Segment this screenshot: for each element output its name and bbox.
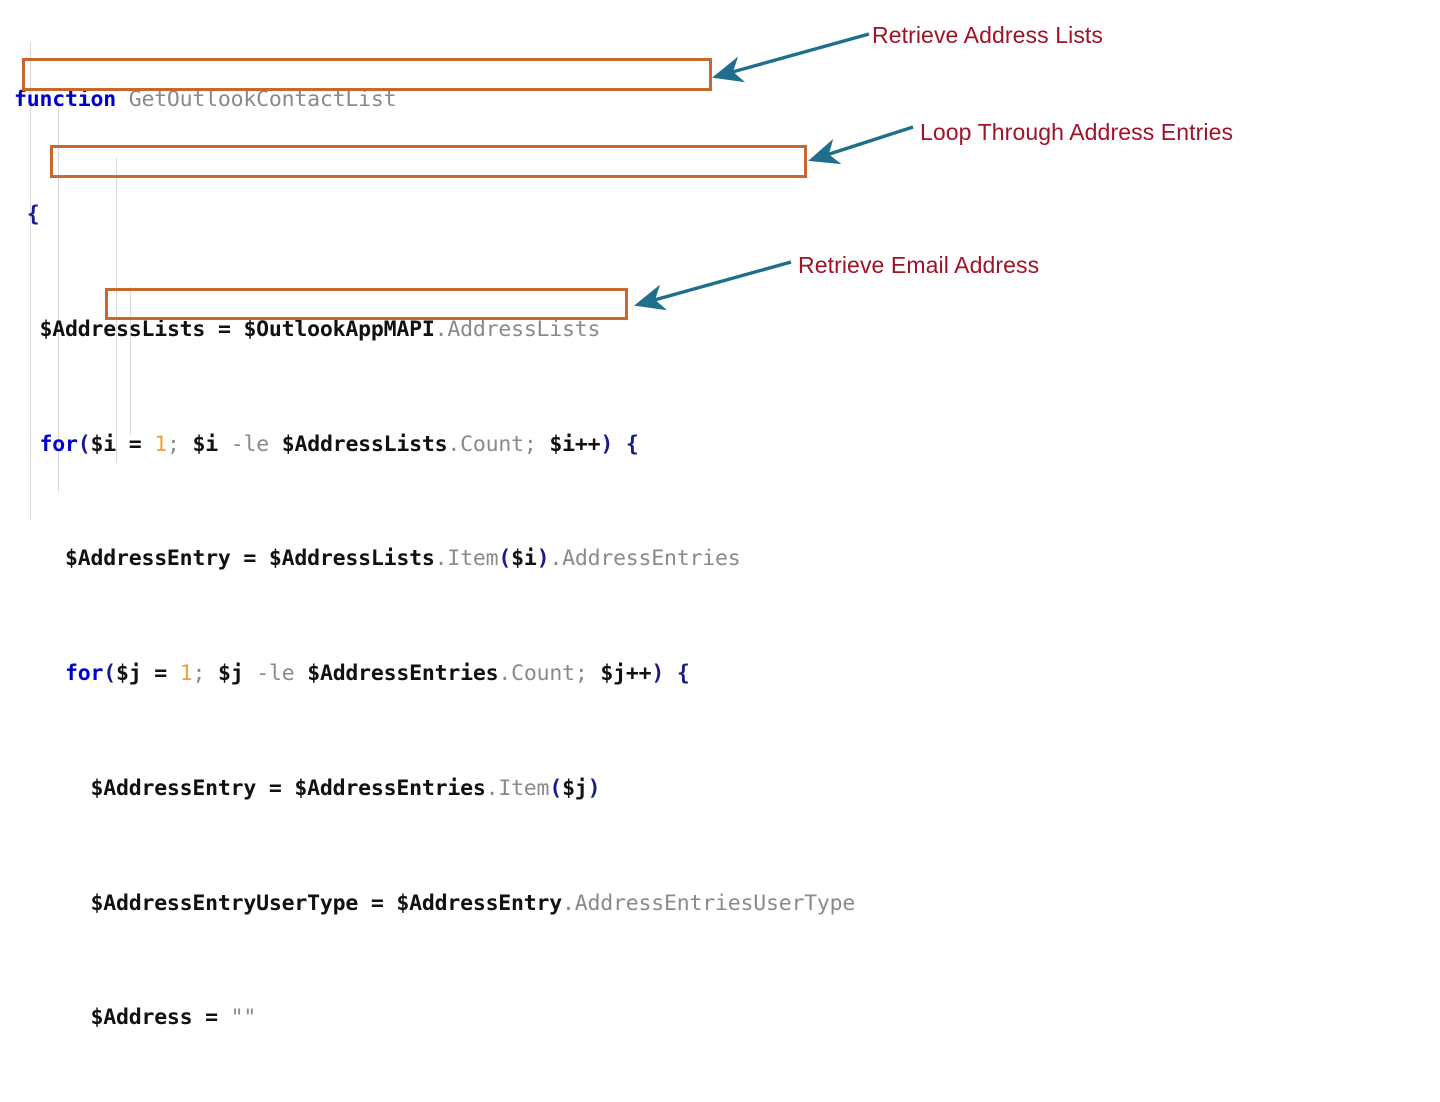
code-line: $AddressEntryUserType = $AddressEntry.Ad…	[90, 890, 856, 916]
indent-guide	[130, 287, 131, 435]
code-line: $AddressLists = $OutlookAppMAPI.AddressL…	[39, 316, 601, 342]
code-line: function GetOutlookContactList	[14, 87, 397, 113]
code-line: for($i = 1; $i -le $AddressLists.Count; …	[39, 431, 639, 457]
annotation-label-retrieve-address-lists: Retrieve Address Lists	[872, 22, 1104, 48]
code-line: {	[26, 201, 40, 227]
code-line: $Address = ""	[90, 1005, 257, 1031]
indent-guide	[58, 100, 59, 492]
indent-guide	[116, 158, 117, 463]
indent-guide	[30, 42, 31, 520]
annotation-label-loop-address-entries: Loop Through Address Entries	[920, 119, 1234, 145]
code-line: $AddressEntry = $AddressLists.Item($i).A…	[64, 546, 741, 572]
code-line: for($j = 1; $j -le $AddressEntries.Count…	[64, 661, 690, 687]
code-screenshot: function GetOutlookContactList { $Addres…	[14, 22, 1234, 1031]
code-line: $AddressEntry = $AddressEntries.Item($j)	[90, 775, 601, 801]
code-block: function GetOutlookContactList { $Addres…	[14, 87, 855, 1030]
annotation-label-retrieve-email-address: Retrieve Email Address	[798, 252, 1040, 278]
